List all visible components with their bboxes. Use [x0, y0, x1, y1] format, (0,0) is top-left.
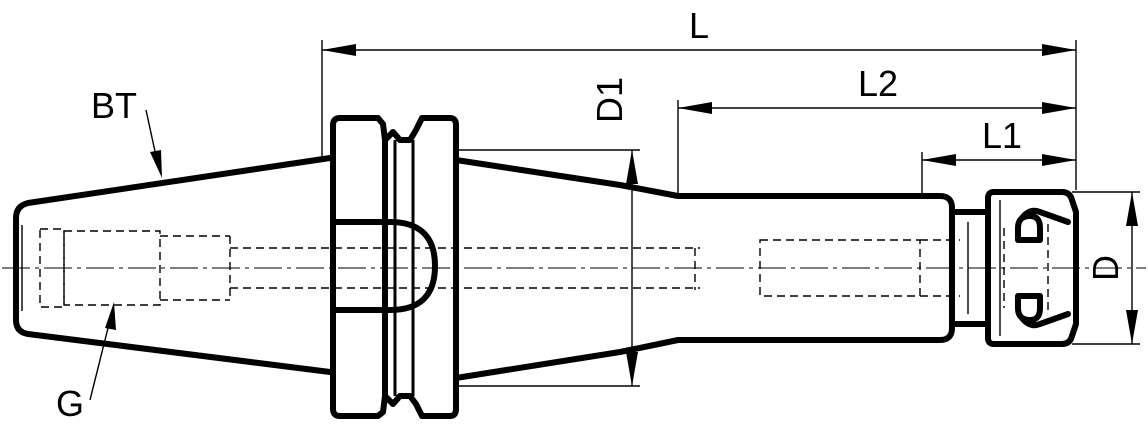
dimension-length-1 — [921, 152, 1076, 196]
label-l: L — [689, 5, 709, 46]
label-bt: BT — [91, 85, 137, 126]
tapered-body — [453, 157, 955, 381]
taper-leader — [145, 109, 162, 178]
dimension-diameter — [1072, 191, 1140, 345]
collet-nut — [985, 189, 1079, 347]
label-l1: L1 — [982, 115, 1022, 156]
thread-leader — [89, 302, 116, 401]
dimension-diameter-1 — [456, 149, 640, 387]
label-g: G — [56, 383, 84, 424]
flange — [330, 115, 459, 419]
label-d1: D1 — [589, 77, 630, 123]
label-d: D — [1085, 255, 1126, 281]
dimension-length-2 — [677, 100, 1076, 196]
dimension-overall-length — [321, 40, 1077, 190]
label-l2: L2 — [858, 63, 898, 104]
taper-shank — [13, 155, 333, 375]
thread-bore-hidden — [39, 228, 700, 308]
